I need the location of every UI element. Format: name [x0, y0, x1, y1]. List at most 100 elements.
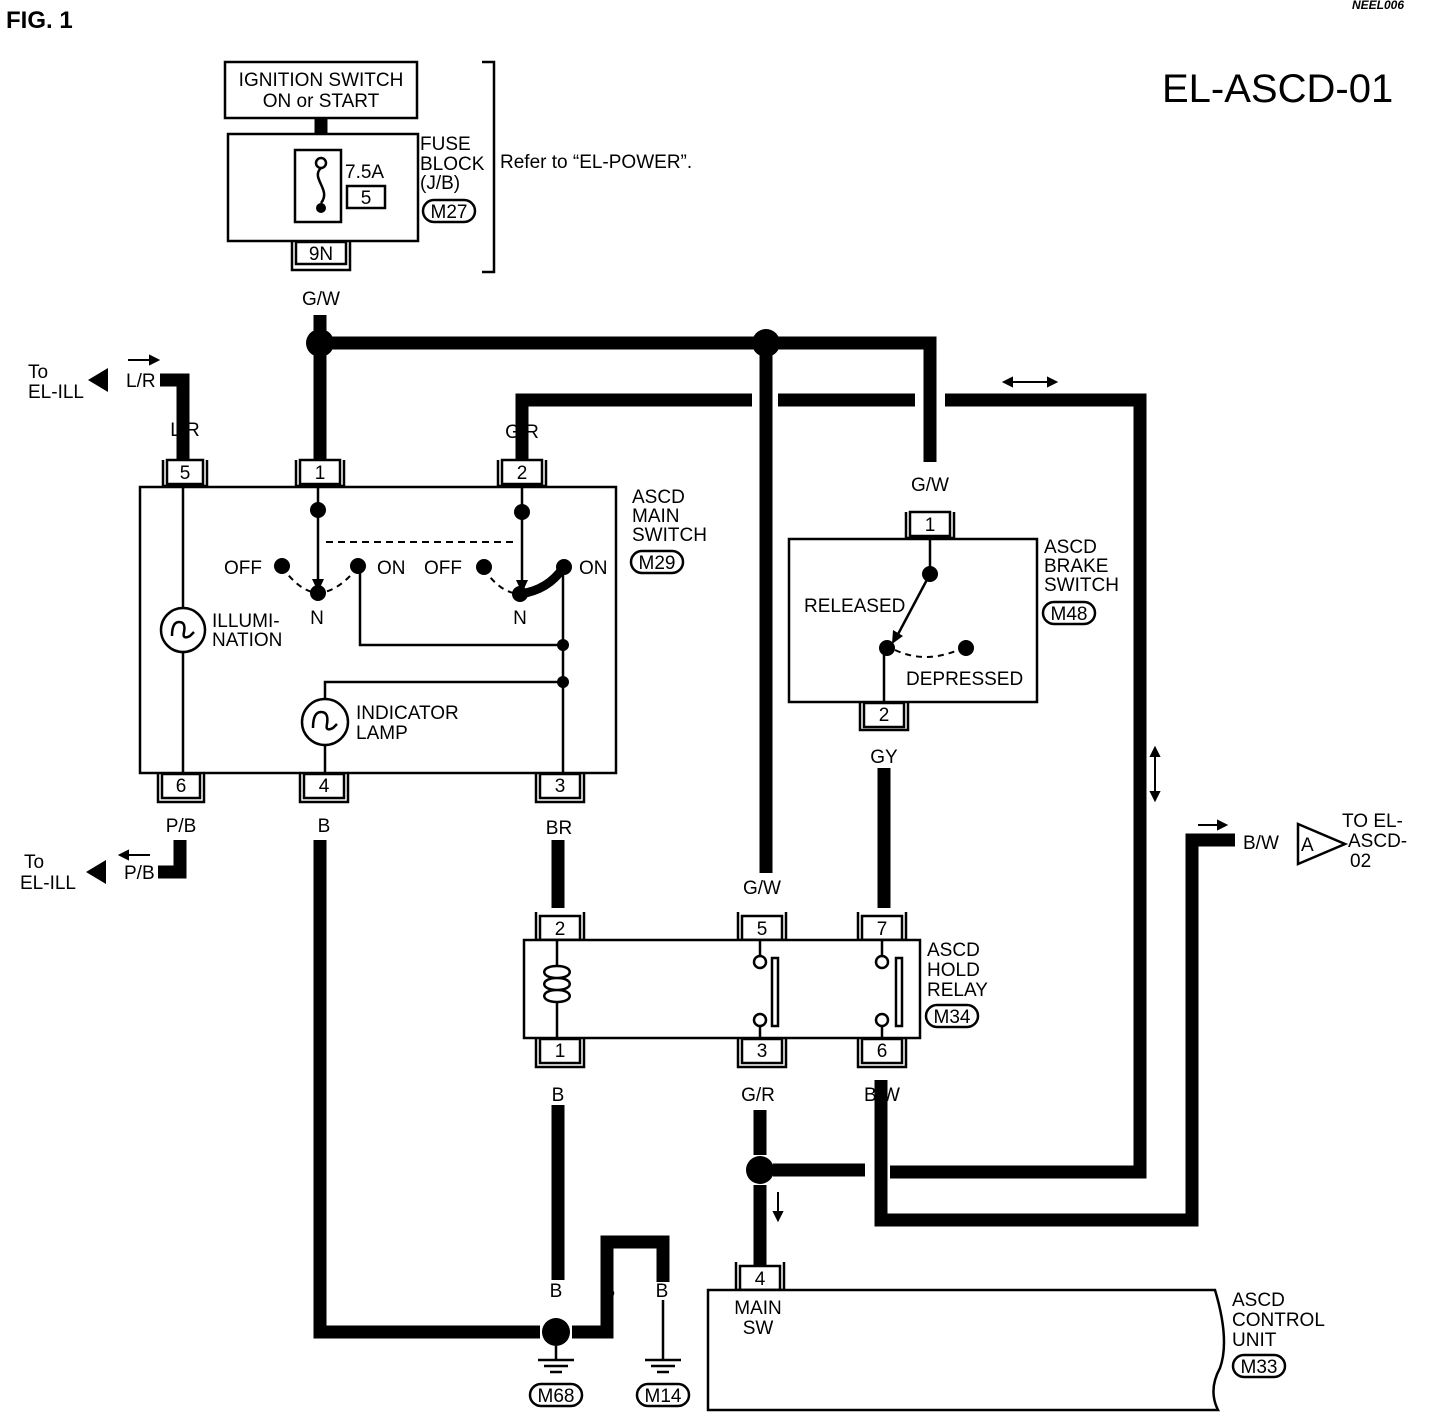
svg-text:7: 7: [877, 919, 888, 940]
brake-terminal-2: 2: [879, 705, 890, 726]
brake-depressed: DEPRESSED: [906, 669, 1023, 690]
brake-switch-box: [787, 537, 1039, 704]
relay-terminals-bottom: 1 3 6: [534, 1037, 908, 1069]
wire-label-b-2: B: [552, 1085, 565, 1106]
svg-text:2: 2: [517, 463, 528, 484]
brake-released: RELEASED: [804, 596, 905, 617]
ground-m14: M14: [645, 1386, 682, 1407]
direction-arrows: [117, 354, 1229, 1223]
wire-label-pb: P/B: [166, 816, 197, 837]
control-unit-pin-line2: SW: [743, 1318, 774, 1339]
ref-to-el: TO EL-: [1342, 811, 1403, 832]
figure-label: FIG. 1: [6, 7, 73, 34]
svg-text:5: 5: [757, 919, 768, 940]
main-switch-terminals-top: 5 1 2: [161, 458, 548, 488]
splice-4: [542, 1318, 570, 1346]
fuse-connector: M27: [431, 202, 468, 223]
arrow-left-icon: [88, 368, 108, 392]
wire-label-gr-top: G/R: [505, 422, 539, 443]
svg-text:6: 6: [877, 1041, 888, 1062]
svg-text:6: 6: [176, 776, 187, 797]
main-switch-n-1: N: [310, 608, 324, 629]
svg-text:3: 3: [757, 1041, 768, 1062]
refer-text: Refer to “EL-POWER”.: [500, 152, 692, 173]
fuse-line2: BLOCK: [420, 154, 485, 175]
hold-relay-box: [522, 938, 922, 1040]
illumination-bulb-icon: [159, 606, 207, 654]
main-switch-off-1: OFF: [224, 558, 262, 579]
main-switch-line2: MAIN: [632, 506, 680, 527]
control-unit-box: [706, 1288, 1226, 1412]
splice-2: [752, 329, 780, 357]
wire-label-b-3: B: [550, 1281, 563, 1302]
wire-label-lr-arrow: L/R: [126, 371, 156, 392]
hold-relay-line3: RELAY: [927, 980, 988, 1001]
control-unit-connector: M33: [1241, 1357, 1278, 1378]
ref-page: 02: [1350, 851, 1371, 872]
svg-text:4: 4: [319, 776, 330, 797]
svg-text:3: 3: [555, 776, 566, 797]
wire-label-pb-arrow: P/B: [124, 863, 155, 884]
brake-switch-line1: ASCD: [1044, 537, 1097, 558]
wire-label-b-4: B: [603, 1281, 616, 1302]
fuse-rating: 7.5A: [345, 162, 384, 183]
wire-label-lr: L/R: [170, 420, 200, 441]
wire-label-gw-relay: G/W: [743, 878, 781, 899]
ground-m68: M68: [538, 1386, 575, 1407]
main-switch-line1: ASCD: [632, 487, 685, 508]
splice-3: [746, 1156, 774, 1184]
corner-code: NEEL006: [1352, 0, 1404, 12]
fuse-connector-badge: [421, 198, 477, 224]
illumination-line2: NATION: [212, 630, 282, 651]
brake-switch-line2: BRAKE: [1044, 556, 1108, 577]
connector-a: A: [1301, 835, 1314, 856]
svg-text:1: 1: [555, 1041, 566, 1062]
svg-text:2: 2: [555, 919, 566, 940]
wire-label-gw-top: G/W: [302, 289, 340, 310]
lamp-line1: INDICATOR: [356, 703, 459, 724]
wire-label-gw-brake: G/W: [911, 475, 949, 496]
main-switch-terminals-bottom: 6 4 3: [156, 772, 586, 804]
ground-icon: [645, 1300, 681, 1374]
control-unit-line2: CONTROL: [1232, 1310, 1325, 1331]
control-unit-terminal: 4: [755, 1269, 766, 1290]
ignition-switch-box: [223, 60, 419, 120]
arrow-left-icon: [86, 860, 106, 884]
ref-el-ill-bottom: EL-ILL: [20, 873, 76, 894]
wire-label-gy: GY: [870, 747, 898, 768]
ref-to-top: To: [28, 362, 48, 383]
hold-relay-line1: ASCD: [927, 940, 980, 961]
relay-terminals-top: 2 5 7: [534, 912, 908, 942]
main-switch-box: [138, 485, 618, 775]
ground-icon: [538, 1346, 574, 1374]
wire-label-bw-relay: B/W: [864, 1085, 900, 1106]
main-switch-n-2: N: [513, 608, 527, 629]
diagram-id: EL-ASCD-01: [1162, 67, 1393, 111]
ref-to-bottom: To: [24, 852, 44, 873]
svg-text:1: 1: [315, 463, 326, 484]
main-switch-off-2: OFF: [424, 558, 462, 579]
terminal-9n: 9N: [309, 244, 333, 265]
svg-text:5: 5: [180, 463, 191, 484]
fuse-housing: [293, 148, 343, 224]
control-unit-pin-line1: MAIN: [734, 1298, 782, 1319]
fuse-icon: [316, 167, 326, 204]
brake-switch-connector: M48: [1051, 604, 1088, 625]
wire-label-gr-bottom: G/R: [741, 1085, 775, 1106]
main-switch-on-2: ON: [579, 558, 608, 579]
wire-label-b-5: B: [656, 1281, 669, 1302]
main-switch-line3: SWITCH: [632, 525, 707, 546]
refer-bracket: [482, 60, 496, 274]
ref-ascd: ASCD-: [1348, 831, 1407, 852]
hold-relay-connector: M34: [934, 1007, 971, 1028]
fuse-line1: FUSE: [420, 134, 471, 155]
wire-label-bw-ref: B/W: [1243, 833, 1279, 854]
wire-label-br: BR: [546, 818, 572, 839]
control-unit-line3: UNIT: [1232, 1330, 1277, 1351]
splice-1: [306, 329, 334, 357]
indicator-lamp-icon: [300, 697, 350, 747]
fuse-number: 5: [361, 188, 372, 209]
connector-a-icon: [1296, 822, 1349, 866]
hold-relay-line2: HOLD: [927, 960, 980, 981]
